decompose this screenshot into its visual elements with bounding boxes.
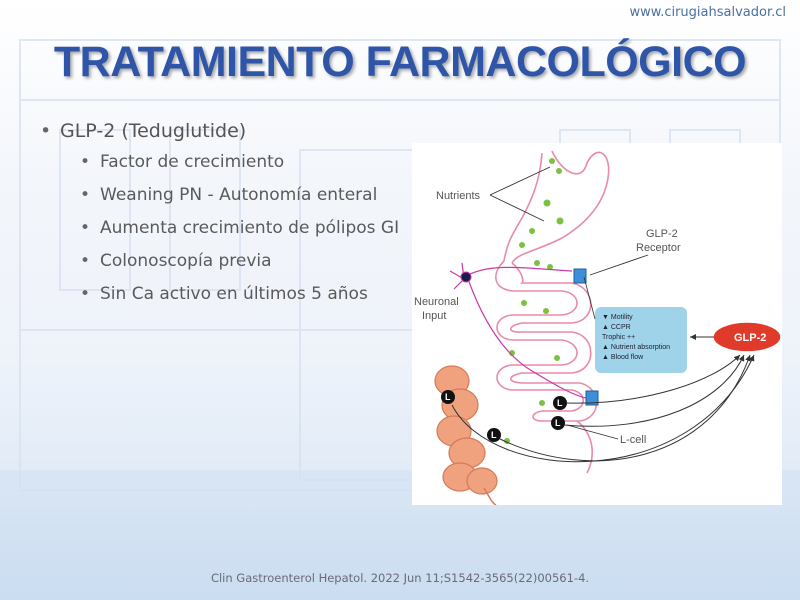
glp2-diagram: Nutrients GLP-2 Receptor Neuronal Input … [414, 150, 782, 505]
sub-bullet: Aumenta crecimiento de pólipos GI [38, 216, 400, 241]
sub-bullet: Weaning PN - Autonomía enteral [38, 183, 408, 208]
secretion-arrows [451, 354, 755, 463]
nutrient-dots [504, 158, 564, 444]
glp2-oval: GLP-2 [712, 321, 782, 353]
sub-bullet: Colonoscopía previa [38, 249, 408, 274]
glp2-receptor-label-line1: GLP-2 [646, 228, 678, 240]
glp2-oval-label: GLP-2 [734, 332, 766, 344]
glp2-mechanism-figure: Nutrients GLP-2 Receptor Neuronal Input … [412, 143, 782, 505]
glp2-receptor-label-line2: Receptor [636, 242, 681, 254]
bullet-main: GLP-2 (Teduglutide) [38, 120, 408, 142]
effect-trophic: Trophic ++ [602, 334, 635, 341]
l-cell-letter: L [445, 392, 451, 402]
l-cell-letter: L [491, 430, 497, 440]
neuronal-input-label-line1: Neuronal [414, 296, 459, 308]
l-cell-letter: L [555, 418, 561, 428]
effect-ccpr: ▲ CCPR [602, 324, 631, 331]
sub-bullet: Factor de crecimiento [38, 150, 408, 175]
nutrients-label: Nutrients [436, 190, 481, 202]
glp2-receptor-icon [573, 268, 599, 406]
l-cell-label: L-cell [620, 434, 646, 446]
effect-nutrient-absorption: ▲ Nutrient absorption [602, 344, 670, 351]
effect-blood-flow: ▲ Blood flow [602, 354, 644, 361]
website-url[interactable]: www.cirugiahsalvador.cl [629, 5, 786, 20]
l-cell-letter: L [557, 398, 563, 408]
effect-motility: ▼ Motility [602, 314, 633, 321]
slide-title: TRATAMIENTO FARMACOLÓGICO [53, 38, 747, 86]
intestine-drawing [495, 150, 610, 474]
effects-box: ▼ Motility ▲ CCPR Trophic ++ ▲ Nutrient … [595, 307, 687, 373]
citation: Clin Gastroenterol Hepatol. 2022 Jun 11;… [210, 571, 590, 585]
bullet-list: GLP-2 (Teduglutide) Factor de crecimient… [38, 120, 408, 315]
sub-bullet: Sin Ca activo en últimos 5 años [38, 282, 408, 307]
colon-drawing [434, 365, 498, 495]
neuron-body-icon [460, 271, 472, 283]
l-cell-icons: L L L L [441, 390, 567, 442]
neuronal-input-label-line2: Input [422, 310, 446, 322]
